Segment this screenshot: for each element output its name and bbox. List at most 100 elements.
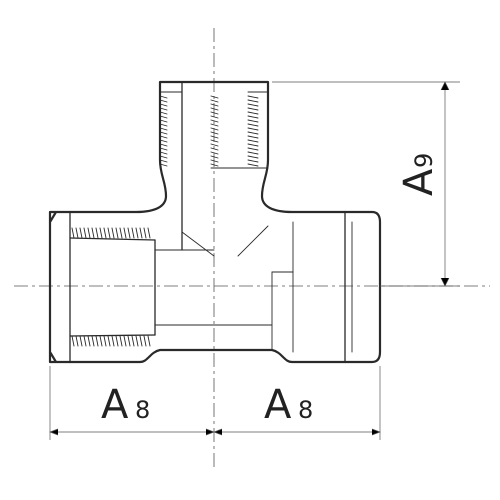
thread-tick bbox=[247, 103, 259, 107]
thread-tick bbox=[127, 227, 131, 239]
thread-tick bbox=[159, 115, 168, 119]
a9-letter: A bbox=[396, 168, 442, 196]
a8-right-letter: A bbox=[264, 382, 292, 428]
thread-tick bbox=[83, 335, 87, 347]
thread-tick bbox=[79, 227, 83, 239]
thread-tick bbox=[99, 227, 103, 239]
thread-tick bbox=[159, 159, 168, 163]
thread-tick bbox=[83, 227, 87, 239]
thread-tick bbox=[119, 335, 123, 347]
thread-tick bbox=[75, 335, 79, 347]
a9-arrow-top bbox=[440, 81, 450, 91]
thread-tick bbox=[159, 119, 168, 123]
thread-tick bbox=[159, 111, 168, 115]
thread-tick bbox=[79, 335, 83, 347]
thread-tick bbox=[75, 227, 79, 239]
left-socket-outline bbox=[48, 210, 72, 364]
thread-tick bbox=[111, 335, 115, 347]
thread-tick bbox=[159, 139, 168, 143]
thread-tick bbox=[210, 111, 219, 115]
a8-right-index: 8 bbox=[298, 396, 313, 424]
left-socket-thread-lines-bottom bbox=[71, 335, 151, 347]
a8-arrow-right-start bbox=[213, 428, 223, 436]
thread-tick bbox=[159, 107, 168, 111]
thread-tick bbox=[247, 99, 259, 103]
center-lines bbox=[14, 28, 490, 470]
dimension-a9: A 9 bbox=[272, 81, 460, 287]
thread-tick bbox=[135, 227, 139, 239]
thread-tick bbox=[111, 227, 115, 239]
a9-index: 9 bbox=[410, 153, 438, 168]
thread-tick bbox=[91, 335, 95, 347]
thread-tick bbox=[159, 103, 168, 107]
thread-tick bbox=[95, 335, 99, 347]
thread-tick bbox=[210, 155, 219, 159]
bore-intersection-left bbox=[181, 231, 215, 257]
thread-tick bbox=[159, 99, 168, 103]
a8-arrow-right-end bbox=[371, 428, 381, 436]
thread-tick bbox=[159, 143, 168, 147]
left-socket-thread-lines-top bbox=[71, 227, 151, 239]
thread-tick bbox=[159, 135, 168, 139]
thread-tick bbox=[210, 115, 219, 119]
thread-tick bbox=[103, 227, 107, 239]
thread-tick bbox=[107, 227, 111, 239]
thread-tick bbox=[210, 135, 219, 139]
thread-tick bbox=[210, 119, 219, 123]
thread-tick bbox=[210, 139, 219, 143]
thread-tick bbox=[210, 131, 219, 135]
thread-tick bbox=[247, 107, 259, 111]
thread-tick bbox=[247, 127, 259, 131]
thread-tick bbox=[159, 151, 168, 155]
thread-tick bbox=[159, 163, 168, 167]
thread-tick bbox=[139, 335, 143, 347]
thread-tick bbox=[123, 335, 127, 347]
thread-tick bbox=[159, 95, 168, 99]
thread-tick bbox=[210, 151, 219, 155]
thread-tick bbox=[210, 123, 219, 127]
thread-tick bbox=[210, 143, 219, 147]
thread-tick bbox=[247, 119, 259, 123]
thread-tick bbox=[247, 163, 259, 167]
right-end-outline bbox=[343, 210, 382, 364]
thread-tick bbox=[247, 123, 259, 127]
thread-tick bbox=[210, 159, 219, 163]
thread-tick bbox=[119, 227, 123, 239]
thread-tick bbox=[131, 335, 135, 347]
thread-tick bbox=[127, 335, 131, 347]
thread-tick bbox=[95, 227, 99, 239]
thread-tick bbox=[210, 107, 219, 111]
thread-tick bbox=[143, 335, 147, 347]
thread-tick bbox=[247, 139, 259, 143]
thread-tick bbox=[91, 227, 95, 239]
thread-tick bbox=[159, 127, 168, 131]
thread-tick bbox=[87, 227, 91, 239]
thread-tick bbox=[247, 111, 259, 115]
thread-tick bbox=[71, 227, 75, 239]
thread-tick bbox=[123, 227, 127, 239]
thread-tick bbox=[247, 115, 259, 119]
thread-tick bbox=[210, 95, 219, 99]
a8-left-index: 8 bbox=[135, 396, 150, 424]
thread-tick bbox=[247, 95, 259, 99]
thread-tick bbox=[210, 99, 219, 103]
body-bottom-outline bbox=[68, 348, 347, 364]
dimension-a8: A 8 A 8 bbox=[49, 366, 381, 440]
thread-tick bbox=[210, 127, 219, 131]
thread-tick bbox=[99, 335, 103, 347]
thread-tick bbox=[247, 151, 259, 155]
thread-tick bbox=[147, 335, 151, 347]
thread-tick bbox=[247, 155, 259, 159]
thread-tick bbox=[107, 335, 111, 347]
thread-tick bbox=[115, 227, 119, 239]
a8-arrow-left-start bbox=[49, 428, 59, 436]
thread-tick bbox=[139, 227, 143, 239]
thread-tick bbox=[210, 103, 219, 107]
thread-tick bbox=[103, 335, 107, 347]
thread-tick bbox=[87, 335, 91, 347]
a8-arrow-left-end bbox=[205, 428, 215, 436]
thread-tick bbox=[247, 147, 259, 151]
thread-tick bbox=[143, 227, 147, 239]
thread-tick bbox=[247, 143, 259, 147]
bore-intersection-right bbox=[237, 225, 269, 257]
